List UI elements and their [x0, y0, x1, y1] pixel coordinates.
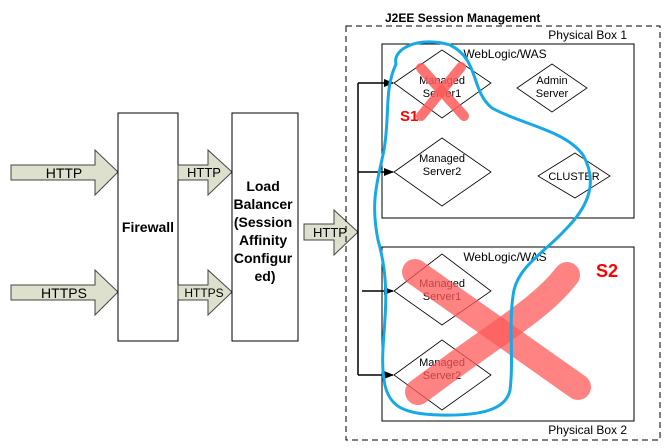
input-arrow-https-label: HTTPS [41, 285, 87, 301]
load-balancer-label: Load Balancer (Session Affinity Configur… [233, 178, 296, 284]
fw-arrow-https: HTTPS [177, 268, 233, 317]
bus-connector [357, 79, 394, 379]
firewall-box: Firewall [117, 112, 179, 342]
s2-failure-cross [402, 259, 591, 405]
s2-mark: S2 [596, 261, 618, 281]
firewall-label: Firewall [122, 219, 174, 235]
s1-failure-cross [416, 62, 469, 121]
input-arrow-http: HTTP [10, 148, 119, 197]
physical-box-2-label: Physical Box 2 [548, 423, 627, 437]
input-arrow-https: HTTPS [10, 268, 119, 317]
fw-arrow-http: HTTP [177, 148, 233, 197]
box1-container-label: WebLogic/WAS [463, 47, 546, 61]
physical-box-1-label: Physical Box 1 [548, 28, 627, 42]
s1-mark: S1 [400, 108, 418, 125]
session-management-boundary [345, 25, 661, 441]
svg-text:CLUSTER: CLUSTER [548, 171, 599, 183]
box1-cluster: CLUSTER [537, 152, 611, 199]
fw-arrow-https-label: HTTPS [184, 286, 223, 300]
box2-container-label: WebLogic/WAS [463, 250, 546, 264]
lb-arrow-http-label: HTTP [313, 225, 347, 240]
fw-arrow-http-label: HTTP [187, 165, 221, 180]
lb-arrow-http: HTTP [303, 208, 359, 257]
diagram-title: J2EE Session Management [385, 11, 540, 25]
session-scope-outline [373, 40, 592, 417]
input-arrow-http-label: HTTP [46, 165, 83, 181]
load-balancer-box: Load Balancer (Session Affinity Configur… [231, 112, 299, 342]
